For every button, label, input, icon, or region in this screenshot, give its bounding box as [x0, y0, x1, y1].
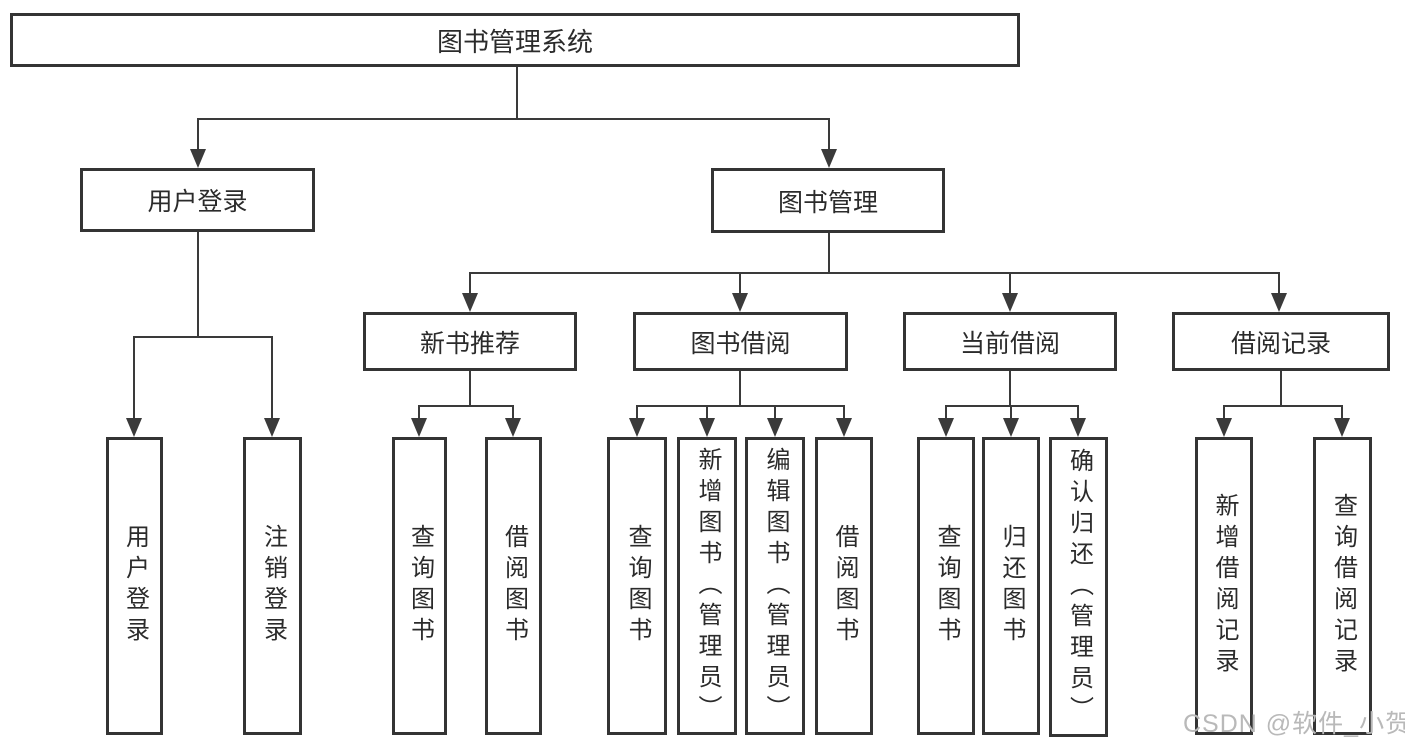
arrowhead-icon: [411, 418, 427, 437]
node-book-management: 图书管理: [711, 168, 945, 233]
node-current-borrowing: 当前借阅: [903, 312, 1117, 371]
connector-level3-drop: [1009, 272, 1011, 295]
leaf-query-borrow-record: 查询借阅记录: [1313, 437, 1372, 735]
connector-leaf-drop: [945, 405, 947, 420]
connector-user-login-stem: [197, 232, 199, 336]
connector-leaf-drop: [271, 336, 273, 420]
leaf-logout: 注销登录: [243, 437, 302, 735]
arrowhead-icon: [1334, 418, 1350, 437]
connector-root-stem: [516, 67, 518, 118]
connector-leaf-drop: [1223, 405, 1225, 420]
connector-group-rail: [418, 405, 514, 407]
connector-level3-rail: [469, 272, 1280, 274]
connector-leaf-drop: [774, 405, 776, 420]
leaf-add-borrow-record: 新增借阅记录: [1195, 437, 1253, 735]
connector-group-rail: [1223, 405, 1342, 407]
connector-group-stem: [739, 371, 741, 405]
arrowhead-icon: [732, 293, 748, 312]
arrowhead-icon: [1216, 418, 1232, 437]
node-root: 图书管理系统: [10, 13, 1020, 67]
node-user-login: 用户登录: [80, 168, 315, 232]
arrowhead-icon: [699, 418, 715, 437]
leaf-return-books: 归还图书: [982, 437, 1040, 735]
connector-leaf-drop: [1341, 405, 1343, 420]
connector-leaf-drop: [636, 405, 638, 420]
arrowhead-icon: [505, 418, 521, 437]
arrowhead-icon: [836, 418, 852, 437]
connector-book-mgmt-drop: [828, 118, 830, 151]
arrowhead-icon: [1070, 418, 1086, 437]
arrowhead-icon: [190, 149, 206, 168]
arrowhead-icon: [1003, 418, 1019, 437]
connector-leaf-drop: [843, 405, 845, 420]
arrowhead-icon: [821, 149, 837, 168]
connector-leaf-drop: [133, 336, 135, 420]
leaf-query-books: 查询图书: [917, 437, 975, 735]
connector-leaf-drop: [512, 405, 514, 420]
leaf-borrow-books: 借阅图书: [485, 437, 542, 735]
connector-group-stem: [469, 371, 471, 405]
connector-level3-drop: [739, 272, 741, 295]
connector-level3-drop: [469, 272, 471, 295]
connector-group-stem: [1009, 371, 1011, 405]
connector-user-login-drop: [197, 118, 199, 151]
leaf-query-books: 查询图书: [392, 437, 447, 735]
node-book-borrowing: 图书借阅: [633, 312, 848, 371]
arrowhead-icon: [767, 418, 783, 437]
arrowhead-icon: [1271, 293, 1287, 312]
leaf-query-books: 查询图书: [607, 437, 667, 735]
node-new-book-recommend: 新书推荐: [363, 312, 577, 371]
connector-user-login-rail: [133, 336, 273, 338]
leaf-borrow-books: 借阅图书: [815, 437, 873, 735]
arrowhead-icon: [462, 293, 478, 312]
leaf-edit-books-admin: 编辑图书（管理员）: [745, 437, 805, 735]
connector-leaf-drop: [1077, 405, 1079, 420]
connector-leaf-drop: [1010, 405, 1012, 420]
arrowhead-icon: [938, 418, 954, 437]
node-borrowing-records: 借阅记录: [1172, 312, 1390, 371]
connector-leaf-drop: [706, 405, 708, 420]
connector-group-rail: [636, 405, 844, 407]
arrowhead-icon: [126, 418, 142, 437]
connector-book-mgmt-stem: [828, 233, 830, 272]
connector-level3-drop: [1278, 272, 1280, 295]
leaf-add-books-admin: 新增图书（管理员）: [677, 437, 737, 735]
connector-leaf-drop: [418, 405, 420, 420]
leaf-user-login: 用户登录: [106, 437, 163, 735]
connector-group-stem: [1280, 371, 1282, 405]
leaf-confirm-return-admin: 确认归还（管理员）: [1049, 437, 1108, 737]
arrowhead-icon: [1002, 293, 1018, 312]
arrowhead-icon: [264, 418, 280, 437]
connector-level2-rail: [197, 118, 830, 120]
csdn-watermark: CSDN @软件_小贺同学: [1183, 710, 1405, 738]
arrowhead-icon: [629, 418, 645, 437]
